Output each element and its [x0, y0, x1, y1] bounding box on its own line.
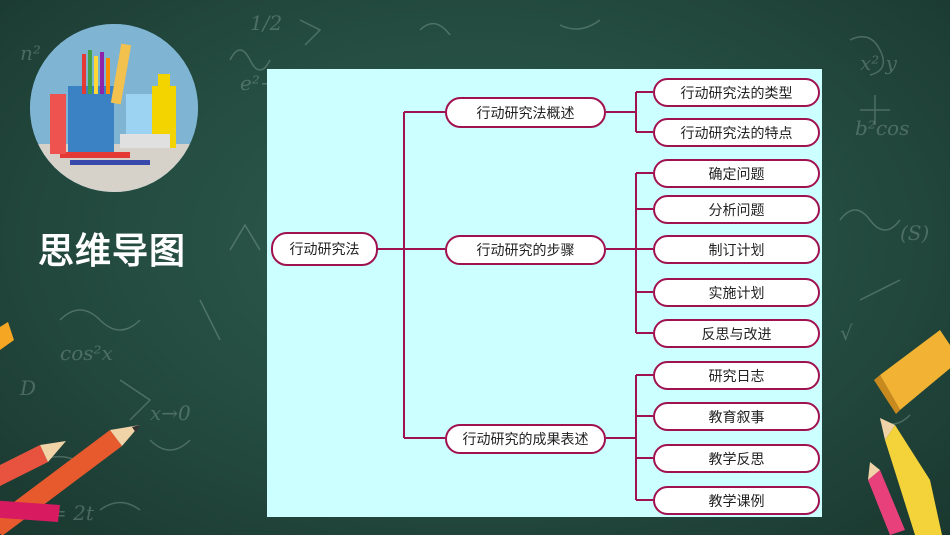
mindmap-leaf-node: 制订计划	[653, 235, 820, 264]
svg-text:(S): (S)	[900, 221, 929, 245]
mindmap-leaf-node: 教学课例	[653, 486, 820, 515]
mindmap-leaf-node: 教育叙事	[653, 402, 820, 431]
svg-text:1/2: 1/2	[250, 11, 282, 35]
mindmap-leaf-node: 实施计划	[653, 278, 820, 307]
svg-text:b²cos: b²cos	[855, 116, 909, 140]
pencil-icon	[880, 418, 942, 535]
svg-text:D: D	[19, 376, 36, 400]
svg-text:cos²x: cos²x	[60, 341, 113, 365]
stationery-photo	[30, 24, 198, 192]
pencil-icon	[0, 500, 60, 522]
slide-title: 思维导图	[38, 231, 187, 272]
mindmap-leaf-node: 分析问题	[653, 195, 820, 224]
mindmap-branch-node: 行动研究法概述	[445, 97, 606, 128]
mindmap-leaf-node: 行动研究法的特点	[653, 118, 820, 147]
mindmap-root-node: 行动研究法	[271, 232, 378, 266]
mindmap-branch-node: 行动研究的步骤	[445, 235, 606, 265]
pencil-icon	[0, 441, 66, 486]
mindmap-leaf-node: 研究日志	[653, 361, 820, 390]
pencil-icon	[0, 322, 14, 350]
pencil-icon	[868, 462, 905, 535]
mindmap-leaf-node: 反思与改进	[653, 319, 820, 348]
ruler-icon	[874, 330, 950, 414]
svg-text:√: √	[840, 321, 853, 345]
stationery-illustration	[30, 24, 198, 192]
svg-text:n²: n²	[20, 41, 41, 65]
mindmap-leaf-node: 行动研究法的类型	[653, 78, 820, 107]
mindmap-leaf-node: 教学反思	[653, 444, 820, 473]
svg-text:x→0: x→0	[150, 401, 191, 425]
mindmap-branch-node: 行动研究的成果表述	[445, 424, 606, 454]
mindmap-leaf-node: 确定问题	[653, 159, 820, 188]
svg-text:x² y: x² y	[860, 51, 898, 75]
mindmap-connectors	[378, 91, 653, 501]
